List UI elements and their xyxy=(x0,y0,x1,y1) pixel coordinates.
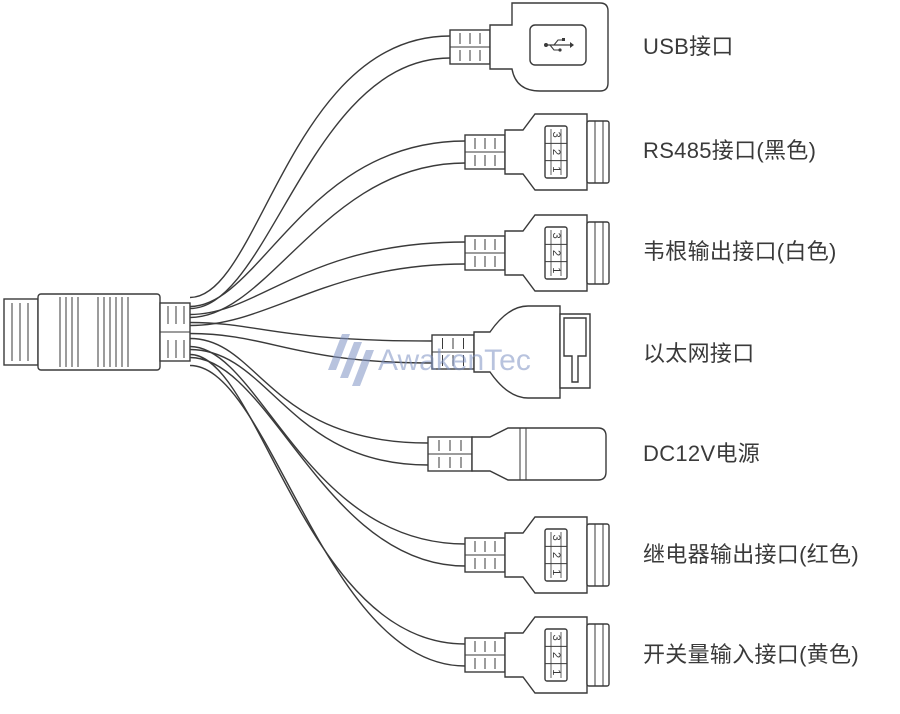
cable-edge xyxy=(189,348,429,466)
cable-edge xyxy=(189,57,451,310)
usb-icon xyxy=(544,43,548,47)
pin-block xyxy=(544,125,568,179)
cable-edge xyxy=(189,345,466,545)
watermark-logo-stroke xyxy=(352,350,374,386)
cable-edge xyxy=(189,263,466,327)
branch-connectors: 3 2 1 3 2 1 3 2 1 3 2 1 xyxy=(427,2,610,694)
usb-icon xyxy=(562,38,565,41)
pin-number: 3 xyxy=(550,535,562,541)
terminal-plug xyxy=(586,120,610,184)
port-label-rs485: RS485接口(黑色) xyxy=(643,138,817,163)
awakentec-watermark-logo: AwakenTec xyxy=(328,334,531,386)
terminal-plug xyxy=(586,623,610,687)
usb-icon xyxy=(558,48,562,52)
port-label-switch-input: 开关量输入接口(黄色) xyxy=(643,642,859,667)
main-connector-cap xyxy=(3,298,39,366)
pin-number: 1 xyxy=(550,569,562,575)
cable-edge xyxy=(189,241,466,316)
dc-jack-housing xyxy=(471,427,607,481)
cable-edge xyxy=(189,356,466,567)
usb-icon xyxy=(549,44,559,51)
pin-number: 1 xyxy=(550,669,562,675)
pin-block xyxy=(544,528,568,582)
cable-edge xyxy=(189,162,466,319)
main-connector xyxy=(3,293,191,371)
cable-edge xyxy=(189,332,433,364)
usb-icon xyxy=(570,42,574,48)
cable-edge xyxy=(189,353,466,645)
ethernet-housing xyxy=(473,305,561,399)
pin-number: 2 xyxy=(550,552,562,558)
pin-number: 3 xyxy=(550,233,562,239)
terminal-plug xyxy=(586,221,610,285)
port-label-wiegand: 韦根输出接口(白色) xyxy=(643,239,837,264)
cable-edge xyxy=(189,140,466,308)
pin-number: 2 xyxy=(550,652,562,658)
cable-edge xyxy=(189,364,466,667)
port-label-usb: USB接口 xyxy=(643,34,734,59)
pin-number: 3 xyxy=(550,132,562,138)
cable-edge xyxy=(189,321,433,342)
cable-edge xyxy=(189,35,451,299)
main-connector-body xyxy=(37,293,161,371)
pin-block xyxy=(544,226,568,280)
pin-number: 2 xyxy=(550,250,562,256)
port-label-ethernet: 以太网接口 xyxy=(643,341,755,366)
pin-block xyxy=(544,628,568,682)
pin-number: 1 xyxy=(550,166,562,172)
watermark-logo-stroke xyxy=(340,342,362,378)
cable-edge xyxy=(189,337,429,444)
ethernet-latch xyxy=(563,317,587,383)
port-label-relay: 继电器输出接口(红色) xyxy=(643,542,859,567)
watermark-text: AwakenTec xyxy=(378,344,531,377)
pin-number: 3 xyxy=(550,635,562,641)
usb-icon xyxy=(553,39,563,46)
watermark-logo-stroke xyxy=(328,334,350,370)
ethernet-plug xyxy=(559,313,591,389)
pin-number: 1 xyxy=(550,267,562,273)
terminal-plug xyxy=(586,523,610,587)
port-label-dc12v: DC12V电源 xyxy=(643,441,761,466)
cable-lines xyxy=(189,35,466,667)
pin-number: 2 xyxy=(550,149,562,155)
